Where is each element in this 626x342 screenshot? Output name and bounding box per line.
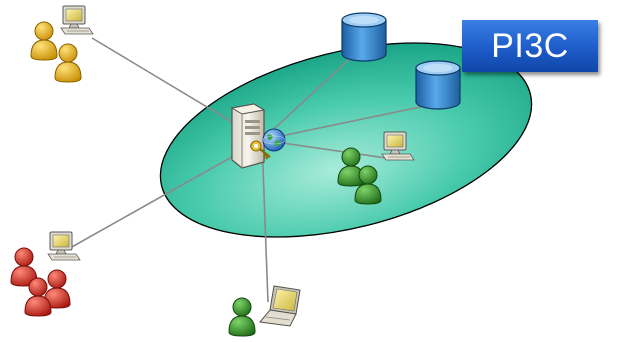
workstation-icon	[60, 5, 94, 35]
link-laptop-user	[261, 139, 269, 303]
link-database-top	[261, 51, 358, 141]
link-database-right	[261, 105, 426, 141]
database-icon	[341, 12, 387, 62]
laptop-icon	[259, 285, 301, 327]
user-group-icon	[228, 297, 256, 337]
globe-icon	[262, 128, 286, 152]
pi3c-badge: PI3C	[462, 20, 598, 72]
database-icon	[415, 60, 461, 110]
key-icon	[250, 140, 271, 160]
link-red-users	[69, 139, 263, 249]
server-icon	[230, 103, 266, 169]
workstation-icon	[47, 231, 81, 261]
